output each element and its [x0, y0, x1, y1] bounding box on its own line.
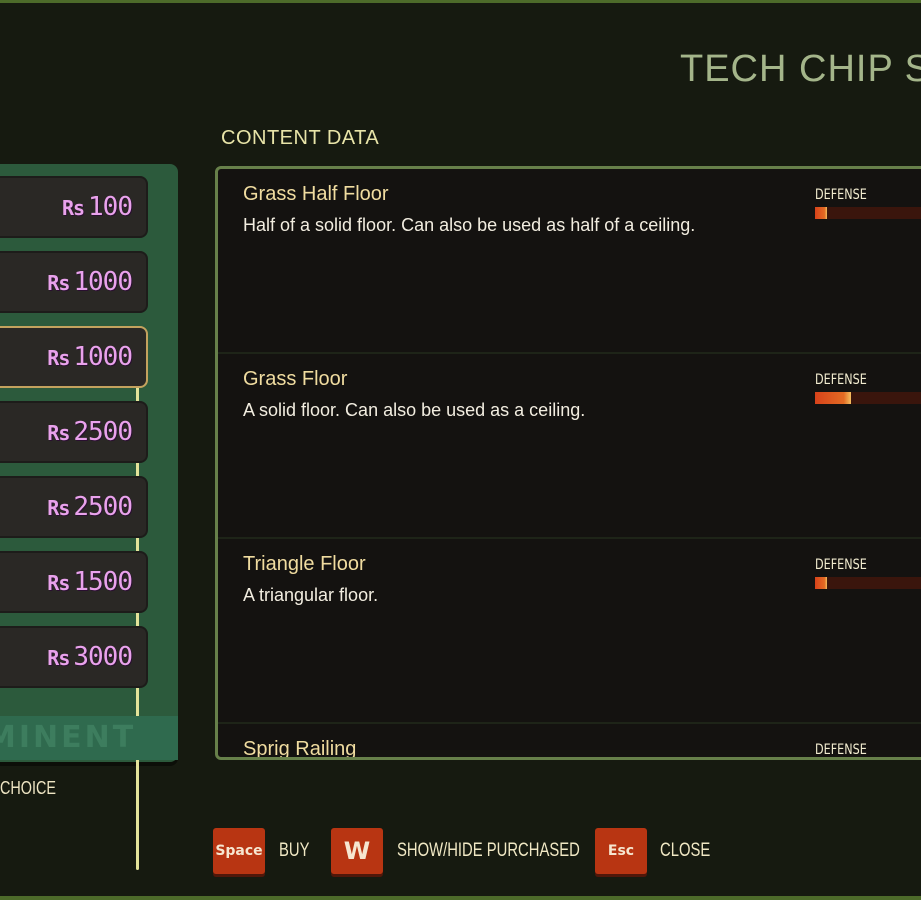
defense-label: DEFENSE	[815, 557, 867, 573]
key-hints: Space BUY W SHOW/HIDE PURCHASED Esc CLOSE	[0, 828, 921, 876]
frame-top	[0, 0, 921, 3]
content-item[interactable]: Grass Floor A solid floor. Can also be u…	[218, 354, 921, 539]
defense-fill	[815, 392, 851, 404]
frame-bottom	[0, 896, 921, 900]
key-space-button[interactable]: Space	[213, 828, 265, 874]
content-item[interactable]: Sprig Railing DEFENSE	[218, 724, 921, 760]
page-title: TECH CHIP S	[680, 48, 921, 90]
defense-bar	[815, 392, 921, 404]
item-description: A triangular floor.	[243, 585, 379, 605]
item-description: Half of a solid floor. Can also be used …	[243, 215, 696, 235]
hint-label: CLOSE	[660, 840, 711, 861]
rupee-icon: Rs	[47, 346, 70, 370]
item-description: A solid floor. Can also be used as a cei…	[243, 400, 586, 420]
rupee-icon: Rs	[47, 271, 70, 295]
item-name: Sprig Railing	[243, 738, 357, 760]
price-value: 100	[88, 192, 133, 222]
content-panel: Grass Half Floor Half of a solid floor. …	[215, 166, 921, 760]
price-value: 1000	[73, 267, 133, 297]
defense-fill	[815, 577, 827, 589]
key-w-button[interactable]: W	[331, 828, 383, 874]
item-name: Triangle Floor	[243, 553, 366, 575]
brand-logo: MINENT	[0, 716, 178, 760]
key-esc-button[interactable]: Esc	[595, 828, 647, 874]
rupee-icon: Rs	[47, 496, 70, 520]
price-value: 1000	[73, 342, 133, 372]
price-value: 2500	[73, 417, 133, 447]
rupee-icon: Rs	[47, 571, 70, 595]
section-title: CONTENT DATA	[221, 127, 380, 149]
hint-label: BUY	[279, 840, 310, 861]
defense-bar	[815, 577, 921, 589]
price-value: 3000	[73, 642, 133, 672]
hint-label: SHOW/HIDE PURCHASED	[397, 840, 580, 861]
rupee-icon: Rs	[61, 196, 85, 220]
item-name: Grass Half Floor	[243, 183, 389, 205]
defense-fill	[815, 207, 827, 219]
defense-bar	[815, 207, 921, 219]
defense-label: DEFENSE	[815, 742, 867, 758]
rupee-icon: Rs	[47, 646, 70, 670]
item-name: Grass Floor	[243, 368, 348, 390]
defense-label: DEFENSE	[815, 372, 867, 388]
content-item[interactable]: Triangle Floor A triangular floor. DEFEN…	[218, 539, 921, 724]
price-value: 2500	[73, 492, 133, 522]
choice-label: CHOICE	[0, 778, 57, 798]
price-value: 1500	[73, 567, 133, 597]
rupee-icon: Rs	[47, 421, 70, 445]
defense-label: DEFENSE	[815, 187, 867, 203]
content-item[interactable]: Grass Half Floor Half of a solid floor. …	[218, 169, 921, 354]
